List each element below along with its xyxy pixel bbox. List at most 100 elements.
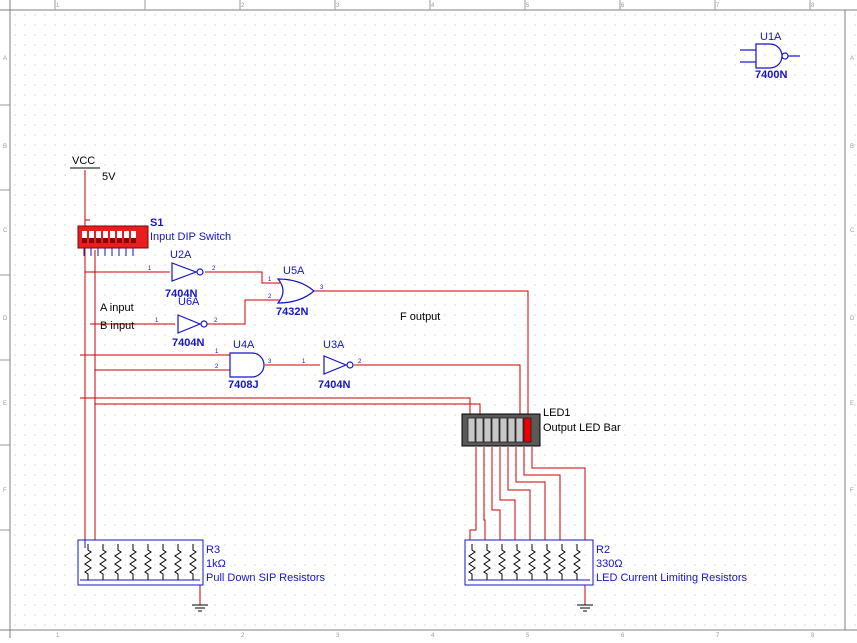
u5a-part: 7432N bbox=[276, 306, 308, 318]
border-ticks bbox=[0, 0, 811, 531]
svg-text:F: F bbox=[3, 488, 7, 494]
u3a-part: 7404N bbox=[318, 379, 350, 391]
resistor-element bbox=[84, 544, 92, 580]
dip-switch-s1[interactable]: S1 Input DIP Switch bbox=[77, 217, 231, 256]
s1-ref: S1 bbox=[150, 217, 163, 229]
svg-text:D: D bbox=[3, 316, 8, 322]
svg-text:6: 6 bbox=[621, 3, 625, 9]
svg-text:A: A bbox=[850, 56, 854, 62]
vcc-label: VCC bbox=[72, 155, 95, 167]
vcc-voltage: 5V bbox=[102, 171, 116, 183]
svg-text:6: 6 bbox=[621, 633, 625, 638]
r3-elements bbox=[84, 544, 197, 580]
resistor-element bbox=[129, 544, 137, 580]
svg-text:E: E bbox=[850, 401, 854, 407]
wire-led-6 bbox=[515, 447, 546, 540]
resistor-element bbox=[99, 544, 107, 580]
u6a-pin-in: 1 bbox=[155, 318, 159, 324]
resistor-element bbox=[468, 544, 476, 580]
resistor-element bbox=[513, 544, 521, 580]
svg-text:4: 4 bbox=[431, 633, 435, 638]
gate-u2a-inverter[interactable] bbox=[171, 262, 204, 282]
svg-text:A: A bbox=[3, 56, 7, 62]
wire-led-8 bbox=[531, 447, 586, 540]
net-label-b-input: B input bbox=[100, 320, 134, 332]
led1-ref: LED1 bbox=[543, 407, 571, 419]
resistor-element bbox=[174, 544, 182, 580]
svg-text:1: 1 bbox=[56, 633, 60, 638]
u1a-part: 7400N bbox=[755, 69, 787, 81]
svg-text:8: 8 bbox=[811, 3, 815, 9]
svg-text:1: 1 bbox=[56, 3, 60, 9]
r2-label: LED Current Limiting Resistors bbox=[596, 572, 747, 584]
u3a-pin-out: 2 bbox=[358, 359, 362, 365]
wire-u6a-out bbox=[207, 299, 280, 325]
resistor-element bbox=[189, 544, 197, 580]
u4a-pin-out: 3 bbox=[268, 359, 272, 365]
svg-text:5: 5 bbox=[526, 633, 530, 638]
svg-text:D: D bbox=[850, 316, 855, 322]
gate-u5a-or[interactable] bbox=[276, 278, 315, 304]
wire-led-1 bbox=[469, 447, 477, 540]
u5a-pin-out: 3 bbox=[320, 285, 324, 291]
r2-elements bbox=[468, 544, 581, 580]
wire-led-7 bbox=[523, 447, 561, 540]
u5a-pin-in2: 2 bbox=[268, 294, 272, 300]
resistor-element bbox=[558, 544, 566, 580]
border-labels: A B C D E F A B C D E F 1 2 3 4 5 6 7 8 … bbox=[3, 3, 855, 639]
u6a-ref: U6A bbox=[178, 296, 200, 308]
svg-text:3: 3 bbox=[336, 633, 340, 638]
u2a-pin-out: 2 bbox=[212, 266, 216, 272]
resistor-element bbox=[498, 544, 506, 580]
resistor-element bbox=[483, 544, 491, 580]
wire-u3a-out bbox=[354, 364, 521, 415]
wire-led-4 bbox=[499, 447, 516, 540]
svg-text:3: 3 bbox=[336, 3, 340, 9]
gate-u1a-nand[interactable] bbox=[740, 43, 800, 69]
u3a-pin-in: 1 bbox=[302, 359, 306, 365]
vcc-symbol[interactable]: VCC 5V bbox=[70, 155, 116, 183]
dot-grid bbox=[10, 10, 857, 630]
net-label-a-input: A input bbox=[100, 302, 134, 314]
svg-text:E: E bbox=[3, 401, 7, 407]
resistor-pack-r2[interactable]: R2 330Ω LED Current Limiting Resistors bbox=[464, 539, 747, 586]
r3-label: Pull Down SIP Resistors bbox=[206, 572, 326, 584]
svg-text:C: C bbox=[850, 228, 855, 234]
u5a-pin-in1: 1 bbox=[268, 277, 272, 283]
svg-text:2: 2 bbox=[241, 633, 245, 638]
r3-ref: R3 bbox=[206, 544, 220, 556]
net-label-f-output: F output bbox=[400, 311, 440, 323]
wires bbox=[80, 170, 586, 605]
u3a-ref: U3A bbox=[323, 339, 345, 351]
gate-u3a-inverter[interactable] bbox=[323, 355, 354, 375]
svg-text:4: 4 bbox=[431, 3, 435, 9]
s1-label: Input DIP Switch bbox=[150, 231, 231, 243]
svg-text:7: 7 bbox=[716, 633, 720, 638]
u6a-pin-out: 2 bbox=[214, 318, 218, 324]
wire-or-out bbox=[314, 290, 529, 415]
led-bar-led1[interactable]: LED1 Output LED Bar bbox=[461, 407, 621, 447]
u6a-part: 7404N bbox=[172, 337, 204, 349]
svg-text:8: 8 bbox=[811, 633, 815, 638]
u4a-part: 7408J bbox=[228, 379, 259, 391]
wire-led-3 bbox=[491, 447, 501, 540]
gate-u6a-inverter[interactable] bbox=[177, 314, 208, 334]
u4a-pin-in2: 2 bbox=[215, 364, 219, 370]
svg-text:B: B bbox=[850, 144, 854, 150]
u2a-part: 7404N bbox=[165, 288, 197, 300]
u2a-pin-in: 1 bbox=[148, 266, 152, 272]
resistor-element bbox=[528, 544, 536, 580]
resistor-element bbox=[159, 544, 167, 580]
led1-label: Output LED Bar bbox=[543, 422, 621, 434]
svg-text:5: 5 bbox=[526, 3, 530, 9]
wire-led-2 bbox=[483, 447, 486, 540]
gate-u4a-and[interactable] bbox=[229, 352, 265, 378]
wire-led-5 bbox=[507, 447, 531, 540]
resistor-pack-r3[interactable]: R3 1kΩ Pull Down SIP Resistors bbox=[77, 539, 326, 586]
svg-text:F: F bbox=[850, 488, 854, 494]
resistor-element bbox=[543, 544, 551, 580]
r2-value: 330Ω bbox=[596, 558, 623, 570]
resistor-element bbox=[144, 544, 152, 580]
